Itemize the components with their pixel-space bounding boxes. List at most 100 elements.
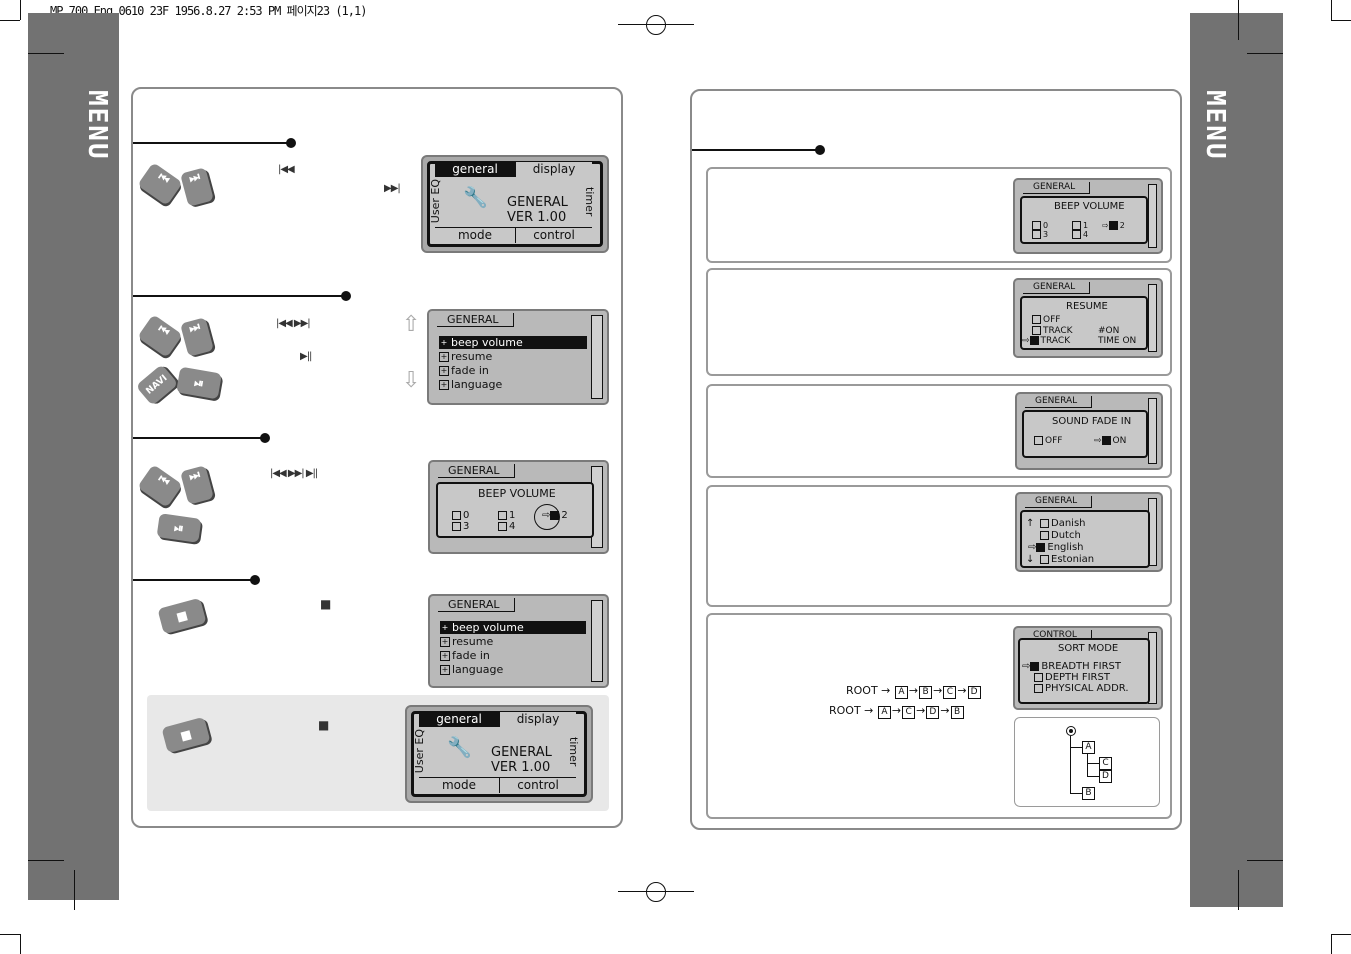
tab-control[interactable]: control xyxy=(515,227,592,243)
crop-line xyxy=(74,870,75,910)
language-lcd: GENERAL ↑ Danish Dutch ⇨English ↓ Estoni… xyxy=(1015,492,1163,572)
crop-mark xyxy=(20,934,21,954)
section-dot xyxy=(815,145,825,155)
timer-label: timer xyxy=(567,737,580,767)
section-line xyxy=(133,295,343,297)
language-header: GENERAL xyxy=(1025,496,1093,508)
down-arrow-icon: ⇩ xyxy=(402,368,421,393)
fade-option[interactable]: ⇨ON xyxy=(1094,436,1127,446)
menu-item[interactable]: +language xyxy=(440,663,504,676)
menu-lcd: GENERAL +beep volume +resume +fade in +l… xyxy=(427,309,609,405)
crop-mark xyxy=(1331,20,1351,21)
scrollbar[interactable] xyxy=(591,315,603,399)
beep-option[interactable]: 3 xyxy=(452,521,469,532)
tab-general[interactable]: general xyxy=(435,162,515,177)
resume-option[interactable]: OFF xyxy=(1032,315,1060,326)
fade-lcd: GENERAL SOUND FADE IN OFF ⇨ON xyxy=(1015,392,1163,470)
tree-node: A xyxy=(1082,741,1095,754)
tree-line xyxy=(1087,763,1099,764)
reg-line xyxy=(618,891,694,892)
beep-option[interactable]: ⇨2 xyxy=(1102,221,1125,230)
section-line xyxy=(133,579,253,581)
tree-line xyxy=(1087,753,1088,777)
tab-display[interactable]: display xyxy=(515,162,592,177)
menu-item[interactable]: +resume xyxy=(439,350,493,363)
language-down-arrow-icon: ↓ xyxy=(1026,554,1035,565)
scrollbar[interactable] xyxy=(1148,398,1157,464)
right-sidebar xyxy=(1190,13,1283,907)
sort-title: SORT MODE xyxy=(1058,643,1119,654)
menu-header: GENERAL xyxy=(438,598,515,612)
beep-option-box: BEEP VOLUME 0 1 ⇨2 3 4 xyxy=(1020,196,1148,244)
crop-line xyxy=(28,860,64,861)
section-line xyxy=(133,142,288,144)
sort-sequence-breadth: ROOT → A→B→C→D xyxy=(846,684,982,699)
tab-display[interactable]: display xyxy=(499,712,576,727)
crop-mark xyxy=(20,0,21,20)
language-option[interactable]: Estonian xyxy=(1040,554,1094,565)
beep-option[interactable]: 1 xyxy=(498,510,515,521)
section-line xyxy=(692,149,818,151)
tab-control[interactable]: control xyxy=(499,777,576,793)
crop-mark xyxy=(1331,934,1332,954)
menu-item[interactable]: +fade in xyxy=(439,364,489,377)
tree-node: C xyxy=(1099,757,1112,770)
control-symbols: |◀◀ ▶▶| ▶|| xyxy=(270,468,318,479)
general-lcd: general display mode control User EQ tim… xyxy=(405,705,593,803)
menu-item[interactable]: +fade in xyxy=(440,649,490,662)
tree-root-icon xyxy=(1066,726,1076,736)
beep-title: BEEP VOLUME xyxy=(478,487,556,500)
language-option[interactable]: Danish xyxy=(1040,518,1086,529)
menu-item[interactable]: +language xyxy=(439,378,503,391)
menu-item[interactable]: +beep volume xyxy=(440,621,586,634)
beep-option[interactable]: 0 xyxy=(452,510,469,521)
beep-option[interactable]: 0 xyxy=(1032,220,1048,231)
language-option[interactable]: Dutch xyxy=(1040,530,1081,541)
resume-title: RESUME xyxy=(1066,301,1108,312)
sort-lcd: CONTROL SORT MODE ⇨BREADTH FIRST DEPTH F… xyxy=(1013,626,1163,710)
print-header: MP 700 Eng 0610 23F 1956.8.27 2:53 PM 페이… xyxy=(50,4,367,18)
menu-item[interactable]: +beep volume xyxy=(439,336,587,349)
prev-next-symbol: |◀◀ ▶▶| xyxy=(276,318,311,329)
section-line xyxy=(133,437,263,439)
beep-option[interactable]: 3 xyxy=(1032,229,1048,240)
general-title: GENERAL xyxy=(507,195,568,210)
sort-option[interactable]: DEPTH FIRST xyxy=(1034,672,1110,683)
user-eq-label: User EQ xyxy=(429,179,442,224)
tools-icon: 🔧 xyxy=(447,735,472,759)
side-title-right: MENU xyxy=(1200,90,1230,161)
general-title: GENERAL xyxy=(491,745,552,760)
language-option-box: ↑ Danish Dutch ⇨English ↓ Estonian xyxy=(1020,510,1150,568)
beep-option[interactable]: 1 xyxy=(1072,220,1088,231)
section-dot xyxy=(260,433,270,443)
left-sidebar xyxy=(28,13,119,900)
timer-label: timer xyxy=(583,187,596,217)
resume-option[interactable]: TRACK xyxy=(1032,326,1073,337)
crop-mark xyxy=(0,934,20,935)
sort-option[interactable]: ⇨BREADTH FIRST xyxy=(1022,661,1121,672)
crop-line xyxy=(1247,53,1283,54)
tree-line xyxy=(1070,747,1082,748)
fade-option-box: SOUND FADE IN OFF ⇨ON xyxy=(1022,410,1148,458)
scrollbar[interactable] xyxy=(1148,284,1157,352)
resume-time-on-label: TIME ON xyxy=(1098,336,1137,346)
sort-option[interactable]: PHYSICAL ADDR. xyxy=(1034,683,1129,694)
tab-general[interactable]: general xyxy=(419,712,499,727)
beep-lcd: GENERAL BEEP VOLUME 0 1 ⇨2 3 4 xyxy=(1013,178,1163,254)
side-title-left: MENU xyxy=(82,90,112,161)
tab-mode[interactable]: mode xyxy=(435,227,515,243)
scrollbar[interactable] xyxy=(1148,184,1157,248)
menu-item[interactable]: +resume xyxy=(440,635,494,648)
resume-option[interactable]: ⇨TRACK xyxy=(1022,336,1071,346)
beep-option[interactable]: 4 xyxy=(1072,229,1088,240)
scrollbar[interactable] xyxy=(591,600,603,682)
fade-option[interactable]: OFF xyxy=(1034,436,1062,447)
menu-header: GENERAL xyxy=(437,313,514,327)
beep-option[interactable]: 4 xyxy=(498,521,515,532)
tab-mode[interactable]: mode xyxy=(419,777,499,793)
fade-title: SOUND FADE IN xyxy=(1052,416,1132,427)
crop-line xyxy=(1238,870,1239,910)
stop-symbol: ■ xyxy=(320,597,331,611)
language-option[interactable]: ⇨English xyxy=(1028,542,1084,553)
stop-symbol: ■ xyxy=(318,718,329,732)
